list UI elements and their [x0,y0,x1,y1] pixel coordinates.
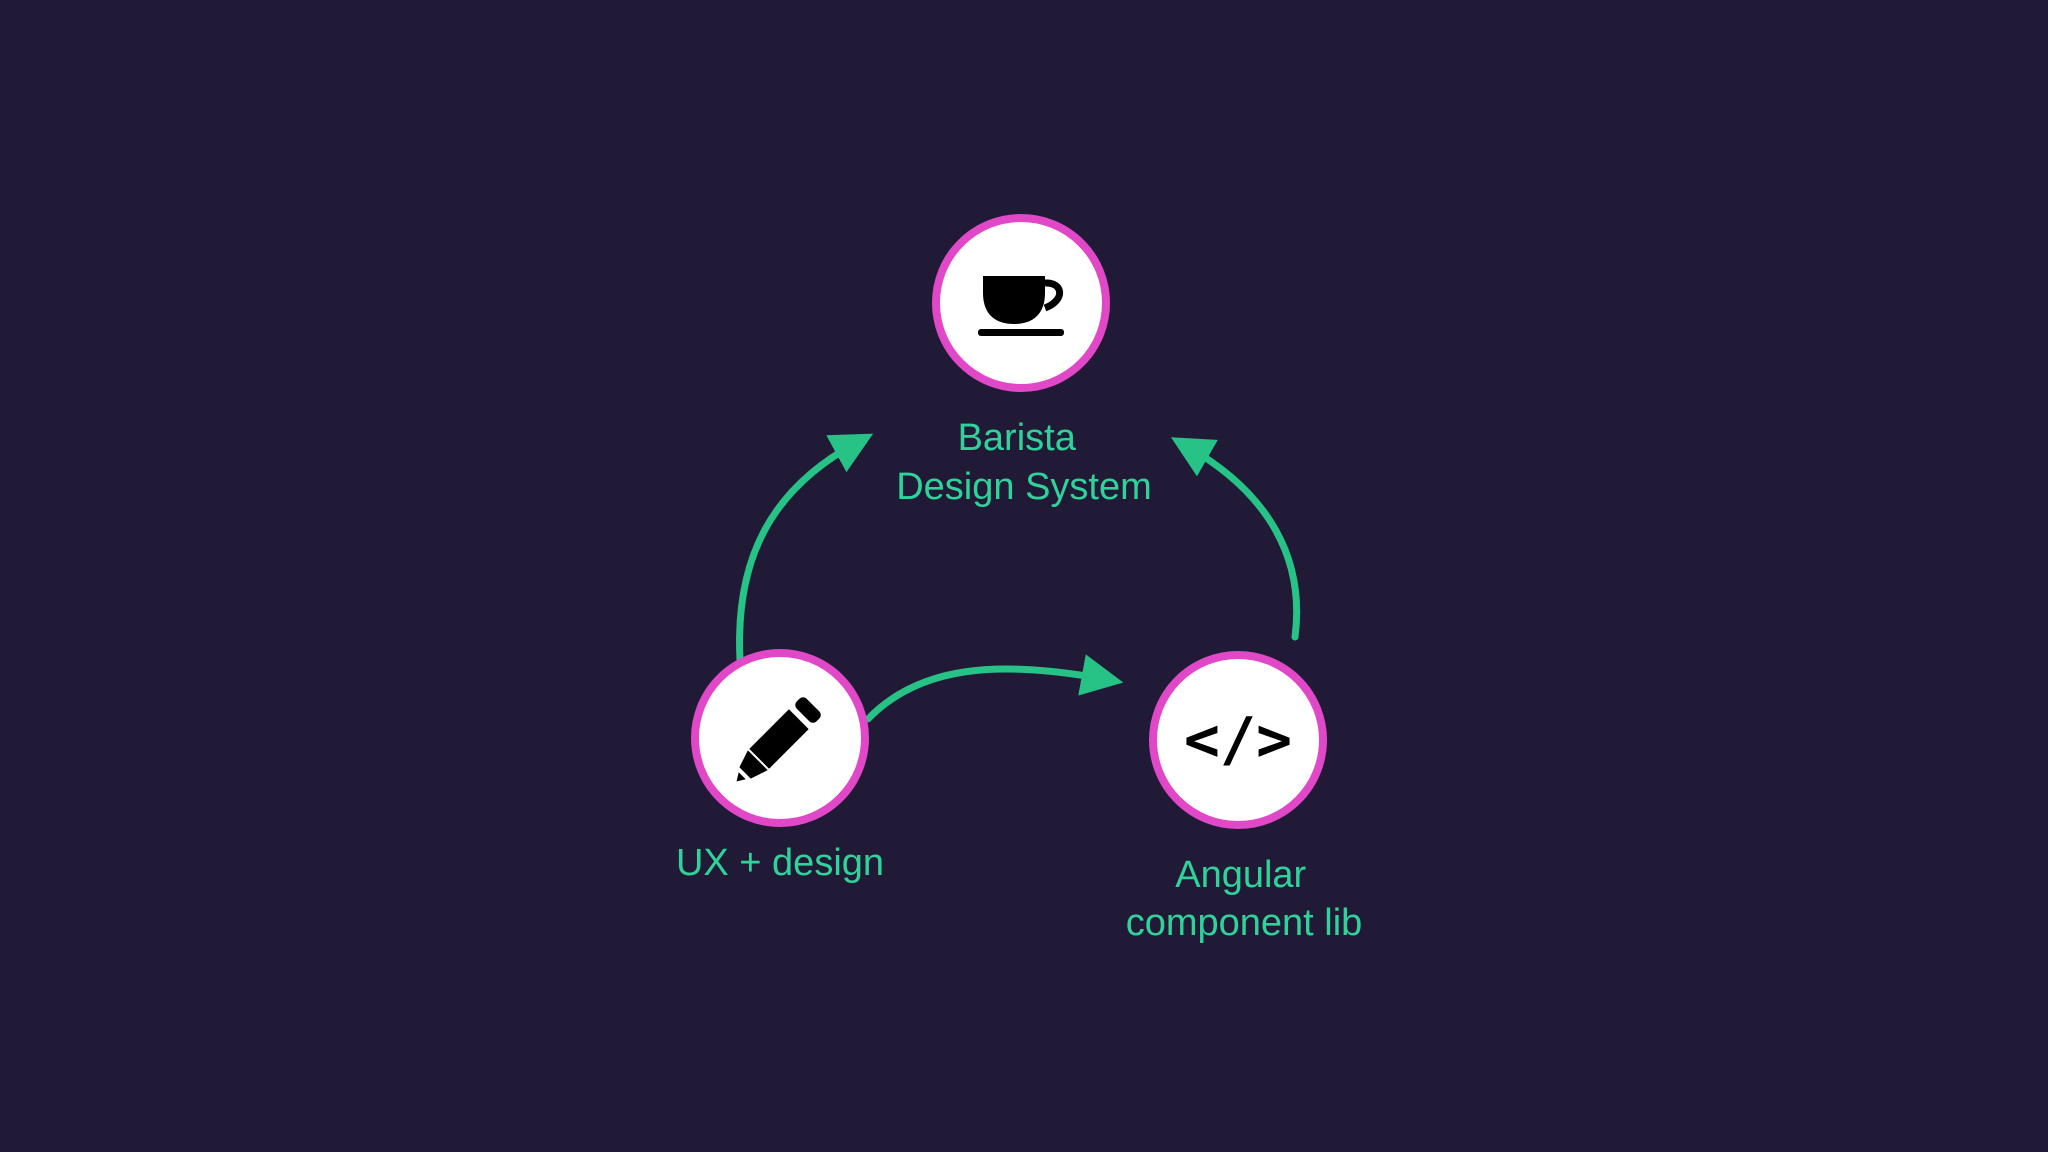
node-barista: Barista Design System [896,214,1152,508]
coffee-cup-icon [978,276,1064,336]
pencil-icon [736,697,821,782]
node-ux: UX + design [676,649,884,884]
node-label-barista-line-1: Barista [958,417,1077,459]
node-label-angular-line-1: Angular [1175,854,1306,896]
arrow-ux-to-angular [864,654,1124,723]
node-label-barista: Barista Design System [896,417,1152,508]
node-circle-angular [1149,651,1327,829]
arrow-angular-to-barista [1170,437,1301,641]
node-label-angular: Angular component lib [1126,854,1363,944]
arrow-ux-to-barista [736,433,874,664]
node-label-angular-line-2: component lib [1126,902,1363,944]
node-angular: </> Angular component lib [1126,651,1363,944]
node-label-ux-line-1: UX + design [676,842,884,884]
node-label-barista-line-2: Design System [896,466,1152,508]
node-label-ux: UX + design [676,842,884,884]
code-icon: </> [1184,705,1292,775]
